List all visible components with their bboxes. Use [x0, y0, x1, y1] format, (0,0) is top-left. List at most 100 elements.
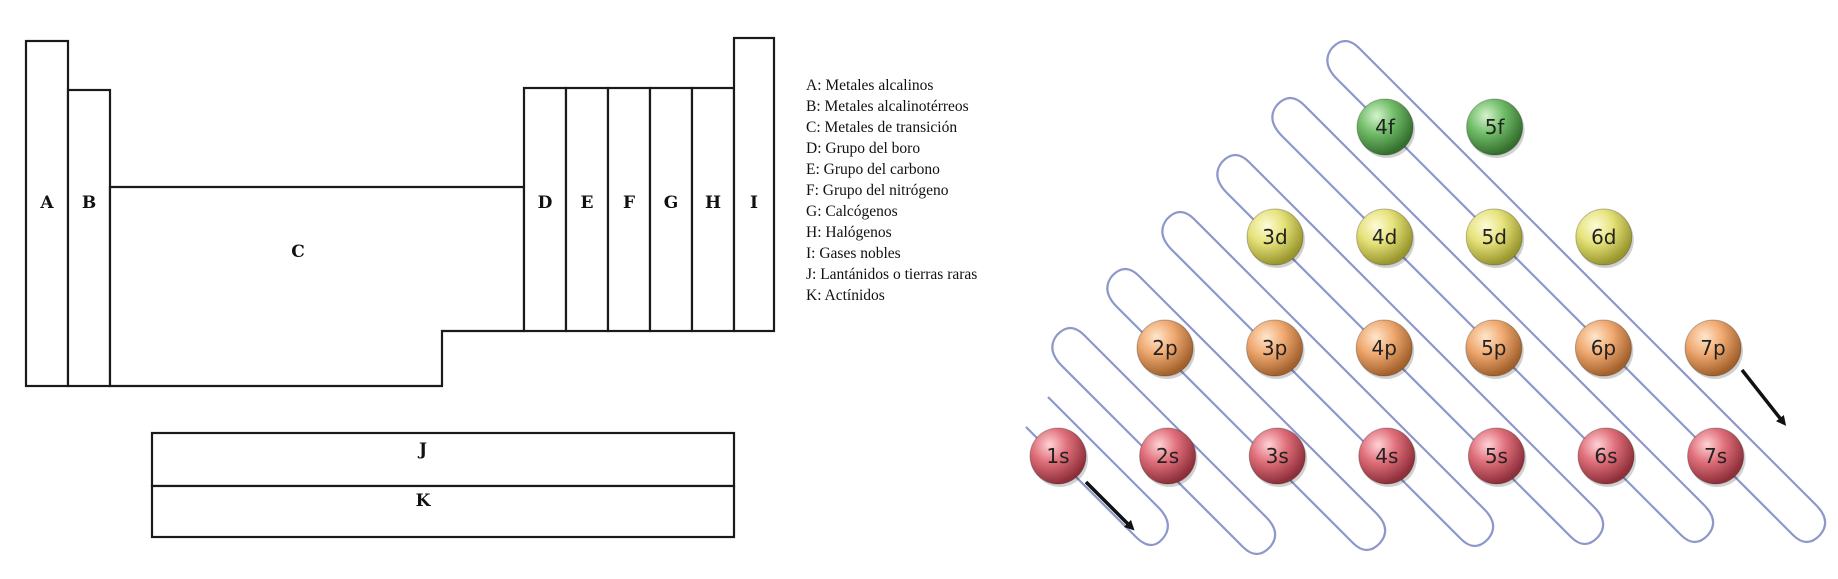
orbital-sphere	[1577, 427, 1635, 485]
orbital-7s: 7s	[1687, 427, 1746, 487]
orbital-5d: 5d	[1465, 208, 1525, 268]
periodic-table-legend: A: Metales alcalinos B: Metales alcalino…	[806, 77, 977, 304]
label-c: C	[291, 242, 305, 262]
orbital-4f: 4f	[1356, 98, 1415, 158]
diagonal-path-loops	[1025, 39, 1827, 556]
orbital-4s: 4s	[1358, 427, 1417, 487]
label-f: F	[623, 193, 635, 213]
orbital-sphere	[1248, 427, 1306, 485]
label-b: B	[82, 193, 96, 213]
orbital-sphere	[1358, 427, 1416, 485]
legend-item: H: Halógenos	[806, 224, 892, 241]
diagonal-loop	[1106, 267, 1387, 552]
orbital-label: 4p	[1371, 336, 1396, 360]
label-e: E	[581, 193, 594, 213]
orbital-label: 6p	[1591, 336, 1616, 360]
orbital-label: 7s	[1704, 444, 1727, 468]
orbital-7p: 7p	[1684, 319, 1743, 379]
orbital-sphere	[1355, 319, 1413, 377]
orbital-label: 2s	[1156, 444, 1179, 468]
legend-item: B: Metales alcalinotérreos	[806, 98, 969, 115]
orbital-sphere	[1246, 208, 1304, 266]
orbital-sphere	[1356, 98, 1414, 156]
orbital-label: 5f	[1485, 115, 1506, 139]
aufbau-diagram: 1s 2s 3s 4s 5s 6s 7s 2p 3p 4p 5p 6p 7p 3d 4d 5d 6d 4f 5f	[1025, 39, 1827, 556]
orbital-sphere	[1465, 208, 1523, 266]
label-i: I	[750, 193, 758, 213]
orbital-label: 5d	[1481, 225, 1506, 249]
orbital-sphere	[1136, 319, 1194, 377]
block-d	[522, 86, 568, 333]
orbital-sphere	[1684, 319, 1742, 377]
legend-item: J: Lantánidos o tierras raras	[806, 266, 977, 283]
orbital-5s: 5s	[1467, 427, 1527, 487]
legend-item: D: Grupo del boro	[806, 140, 920, 157]
orbital-6s: 6s	[1577, 427, 1636, 487]
orbital-6d: 6d	[1575, 208, 1634, 268]
orbital-label: 3p	[1262, 336, 1287, 360]
orbital-spheres: 1s 2s 3s 4s 5s 6s 7s 2p 3p 4p 5p 6p 7p 3d 4d 5d 6d 4f 5f	[1029, 98, 1746, 487]
legend-item: K: Actínidos	[806, 287, 885, 304]
block-b	[66, 88, 112, 388]
orbital-label: 4s	[1375, 444, 1398, 468]
label-j: J	[417, 440, 427, 460]
legend-item: I: Gases nobles	[806, 245, 901, 262]
orbital-label: 7p	[1700, 336, 1725, 360]
block-k	[150, 484, 736, 539]
orbital-2s: 2s	[1139, 427, 1198, 487]
periodic-table-diagram: A B C D E F G H I J K	[24, 36, 776, 539]
block-f	[606, 86, 652, 333]
block-i	[732, 36, 776, 333]
orbital-label: 4d	[1372, 225, 1397, 249]
label-h: H	[705, 193, 721, 213]
orbital-label: 5s	[1485, 444, 1508, 468]
orbital-sphere	[1575, 208, 1633, 266]
block-a	[24, 39, 70, 388]
orbital-sphere	[1139, 427, 1197, 485]
orbital-label: 4f	[1375, 115, 1396, 139]
block-h	[690, 86, 736, 333]
orbital-5p: 5p	[1465, 319, 1524, 379]
legend-item: G: Calcógenos	[806, 203, 898, 220]
diagonal-loop	[1326, 39, 1827, 544]
label-a: A	[39, 193, 54, 213]
orbital-sphere	[1029, 427, 1087, 485]
diagonal-loop	[1025, 396, 1169, 547]
orbital-label: 3s	[1266, 444, 1289, 468]
orbital-3p: 3p	[1246, 319, 1305, 379]
block-j	[150, 431, 736, 488]
diagonal-loop	[1051, 326, 1277, 556]
block-c	[108, 185, 526, 388]
orbital-3s: 3s	[1248, 427, 1308, 487]
orbital-1s: 1s	[1029, 427, 1088, 487]
orbital-sphere	[1465, 319, 1523, 377]
orbital-2p: 2p	[1136, 319, 1195, 379]
orbital-4d: 4d	[1356, 208, 1415, 268]
block-e	[564, 86, 610, 333]
orbital-3d: 3d	[1246, 208, 1305, 268]
orbital-sphere	[1356, 208, 1414, 266]
orbital-sphere	[1687, 427, 1745, 485]
label-d: D	[538, 193, 553, 213]
orbital-sphere	[1466, 98, 1524, 156]
orbital-label: 3d	[1262, 225, 1287, 249]
orbital-label: 6d	[1591, 225, 1616, 249]
legend-item: C: Metales de transición	[806, 119, 957, 136]
legend-item: A: Metales alcalinos	[806, 77, 933, 94]
diagonal-loop	[1161, 210, 1495, 548]
start-arrow	[1084, 480, 1135, 531]
orbital-label: 1s	[1046, 444, 1069, 468]
orbital-sphere	[1574, 319, 1632, 377]
orbital-6p: 6p	[1574, 319, 1634, 379]
diagonal-loop	[1271, 96, 1715, 544]
orbital-4p: 4p	[1355, 319, 1415, 379]
orbital-label: 6s	[1594, 444, 1617, 468]
legend-item: E: Grupo del carbono	[806, 161, 940, 178]
orbital-sphere	[1246, 319, 1304, 377]
label-k: K	[416, 491, 432, 511]
orbital-5f: 5f	[1466, 98, 1525, 158]
legend-item: F: Grupo del nitrógeno	[806, 182, 949, 199]
end-arrow	[1740, 368, 1787, 426]
label-g: G	[664, 193, 679, 213]
